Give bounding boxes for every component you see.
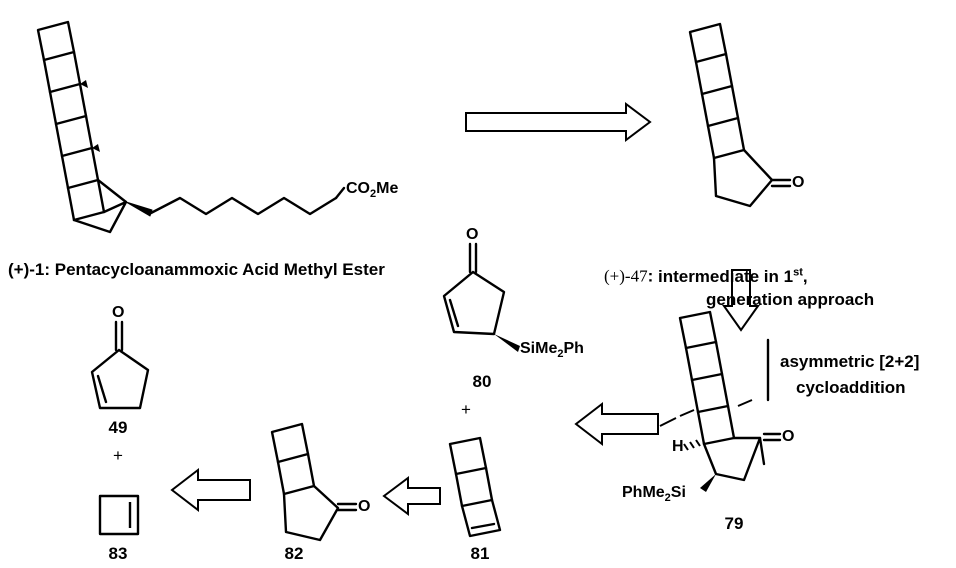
compound-47-caption: (+)-47: intermediate in 1st, bbox=[604, 262, 808, 287]
compound-1-caption: (+)-1: Pentacycloanammoxic Acid Methyl E… bbox=[8, 260, 385, 280]
compound-80-number: 80 bbox=[472, 372, 492, 391]
compound-47-colon: : bbox=[647, 266, 658, 286]
step-label-line2: cycloaddition bbox=[796, 378, 906, 397]
compound-1-number: (+)-1 bbox=[8, 260, 45, 279]
compound-80-ketone-o: O bbox=[466, 226, 479, 243]
compound-83-structure bbox=[98, 494, 140, 536]
compound-81-number: 81 bbox=[470, 544, 490, 563]
compound-47-structure bbox=[688, 22, 792, 208]
compound-79-h-label: H bbox=[672, 438, 684, 455]
compound-49-number: 49 bbox=[108, 418, 128, 437]
compound-49-structure bbox=[90, 320, 150, 410]
compound-82-ketone-o: O bbox=[358, 498, 371, 515]
step-label-line1: asymmetric [2+2] bbox=[780, 352, 920, 371]
compound-79-structure bbox=[678, 310, 782, 482]
compound-80-si-label: SiMe2Ph bbox=[520, 340, 584, 361]
compound-1-wedges bbox=[80, 80, 100, 152]
retro-arrow-4 bbox=[382, 476, 441, 516]
compound-1-name: Pentacycloanammoxic Acid Methyl Ester bbox=[54, 260, 385, 279]
compound-79-si-wedge bbox=[700, 474, 716, 492]
plus-sign-1: + bbox=[461, 400, 471, 419]
compound-81-structure bbox=[448, 436, 502, 538]
compound-47-ketone-o: O bbox=[792, 174, 805, 191]
compound-82-structure bbox=[270, 422, 358, 542]
compound-47-number: (+)-47 bbox=[604, 266, 648, 286]
compound-1-structure bbox=[36, 20, 346, 234]
retro-arrow-3 bbox=[574, 401, 659, 447]
compound-80-si-wedge bbox=[494, 334, 520, 352]
compound-49-ketone-o: O bbox=[112, 304, 125, 321]
retro-arrow-2 bbox=[722, 269, 760, 332]
compound-79-ketone-o: O bbox=[782, 428, 795, 445]
retro-arrow-1 bbox=[465, 102, 652, 142]
compound-79-hashes bbox=[659, 399, 753, 451]
compound-83-number: 83 bbox=[108, 544, 128, 563]
compound-80-structure bbox=[442, 242, 506, 336]
ester-text: CO2Me bbox=[346, 180, 399, 201]
compound-47-line1: intermediate in 1st, bbox=[657, 266, 808, 286]
compound-79-number: 79 bbox=[724, 514, 744, 533]
ester-label: CO2Me bbox=[346, 180, 398, 203]
compound-47-line2: generation approach bbox=[706, 290, 875, 309]
plus-sign-2: + bbox=[113, 446, 123, 465]
compound-1-colon: : bbox=[44, 260, 55, 279]
retro-arrow-5 bbox=[170, 467, 251, 513]
compound-79-si-label: PhMe2Si bbox=[622, 484, 686, 505]
compound-82-number: 82 bbox=[284, 544, 304, 563]
